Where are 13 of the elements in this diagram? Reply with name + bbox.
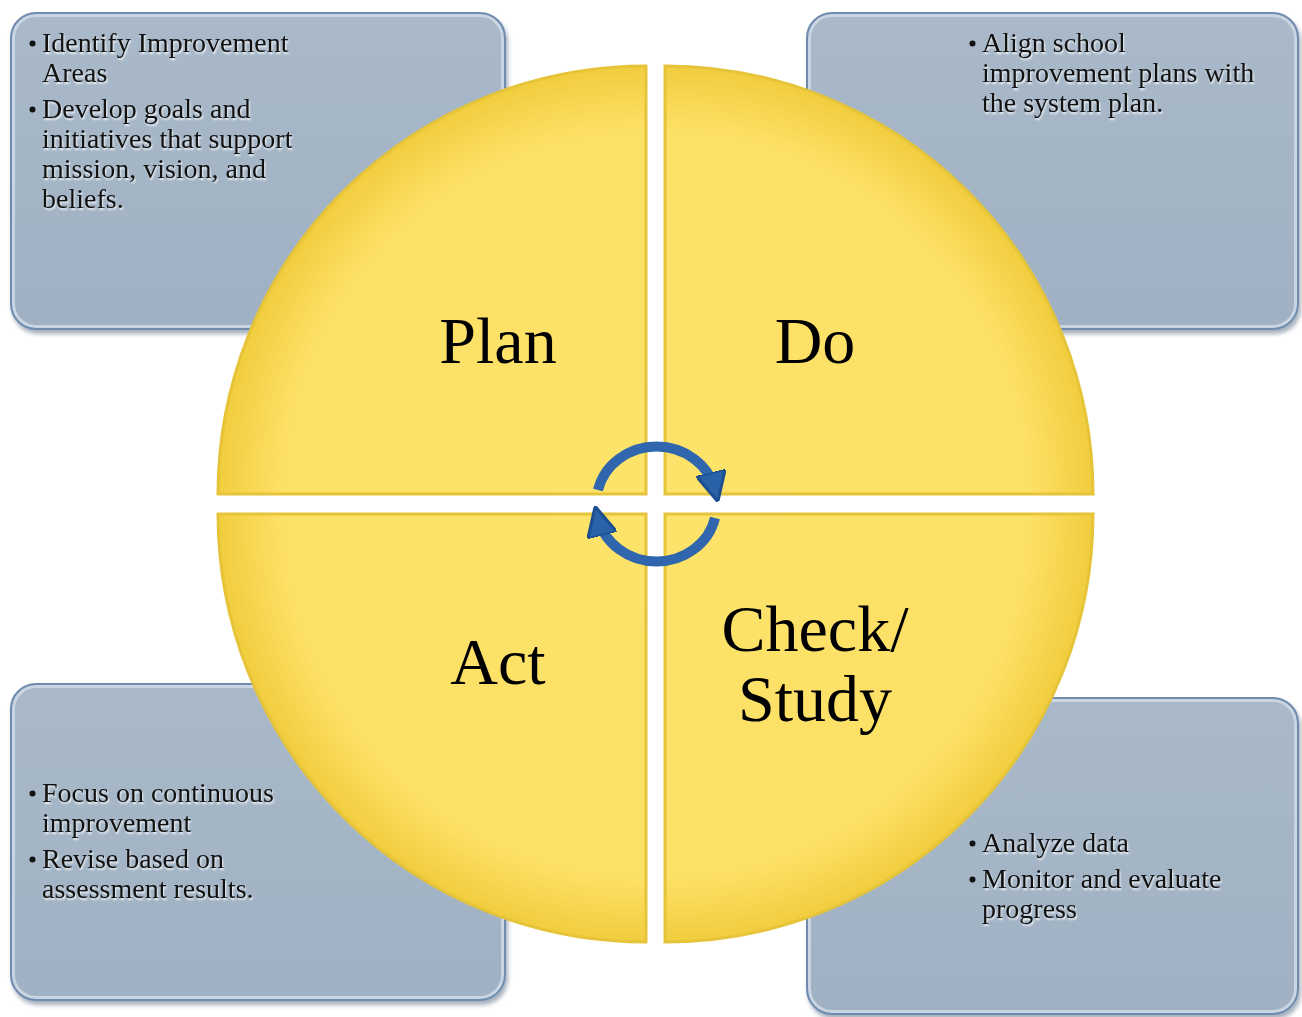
phase-label: Check/ Study: [720, 594, 910, 734]
phase-label: Do: [773, 306, 857, 376]
bullet-text: Revise based on assessment results.: [42, 843, 254, 904]
bullet-text: Analyze data: [982, 827, 1129, 858]
bullet-text: Focus on continuous improvement: [42, 777, 274, 838]
phase-label: Act: [449, 627, 547, 697]
curved-arrow: [587, 505, 720, 567]
bullet-text: Monitor and evaluate progress: [982, 863, 1222, 924]
curved-arrow: [593, 441, 726, 503]
bullet-text: Identify Improvement Areas: [42, 27, 289, 88]
phase-label: Plan: [438, 306, 558, 376]
bullet-text: Develop goals and initiatives that support mission, vision, and beliefs.: [42, 93, 293, 214]
bullet-text: Align school improvement plans with the system plan.: [982, 27, 1255, 118]
